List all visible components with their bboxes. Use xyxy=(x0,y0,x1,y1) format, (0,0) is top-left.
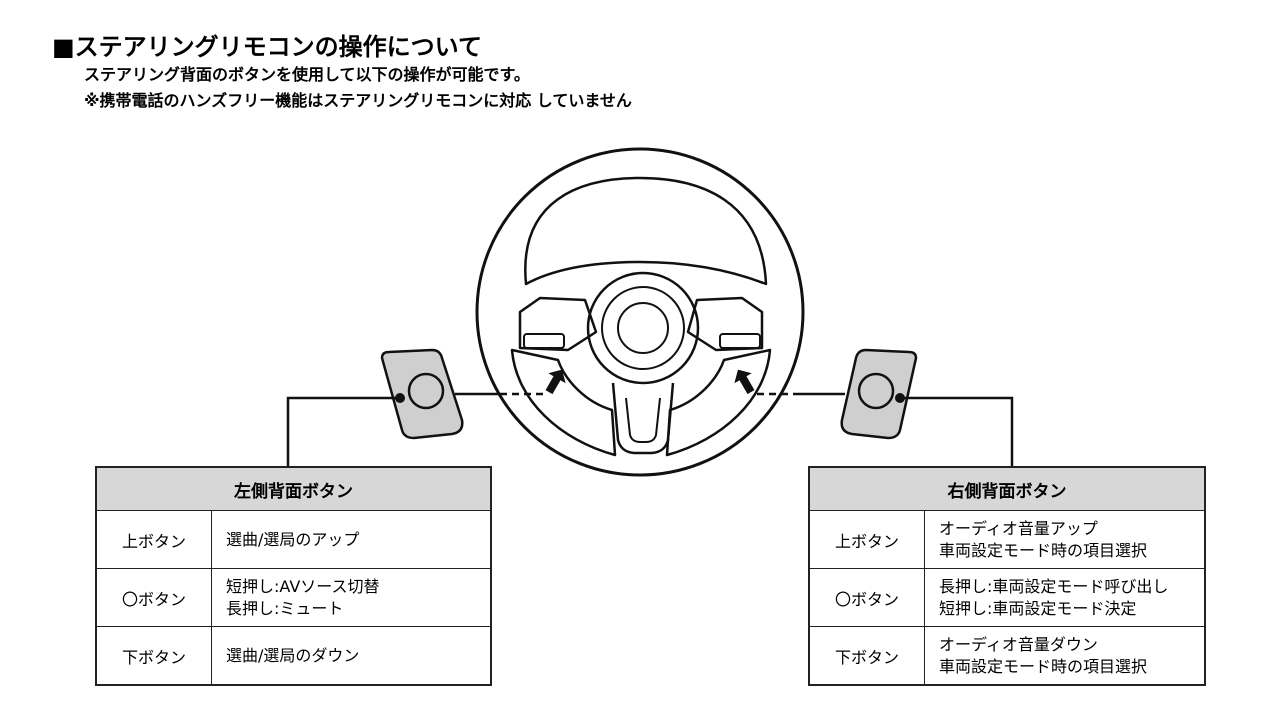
steering-wheel-upper-opening xyxy=(524,176,768,286)
right-back-buttons-table: 右側背面ボタン 上ボタン オーディオ音量アップ 車両設定モード時の項目選択 〇ボ… xyxy=(808,466,1206,686)
right-row2-line1: 長押し:車両設定モード呼び出し xyxy=(939,576,1169,596)
right-row1-line1: オーディオ音量アップ xyxy=(939,518,1098,538)
left-leader-line xyxy=(286,396,400,466)
table-row: 上ボタン オーディオ音量アップ 車両設定モード時の項目選択 xyxy=(808,510,1206,569)
table-row: 〇ボタン 長押し:車両設定モード呼び出し 短押し:車両設定モード決定 xyxy=(808,568,1206,627)
table-row: 〇ボタン 短押し:AVソース切替 長押し:ミュート xyxy=(95,568,492,627)
right-row2-desc: 長押し:車両設定モード呼び出し 短押し:車両設定モード決定 xyxy=(924,568,1206,627)
steering-hub-inner xyxy=(601,286,685,370)
left-table-header: 左側背面ボタン xyxy=(95,466,492,511)
left-row2-line2: 長押し:ミュート xyxy=(226,598,344,618)
right-row3-line1: オーディオ音量ダウン xyxy=(939,634,1098,654)
steering-lower-spoke-inner xyxy=(625,397,661,443)
right-leader-line xyxy=(900,396,1014,466)
right-row1-line2: 車両設定モード時の項目選択 xyxy=(939,540,1148,560)
right-arrow-icon xyxy=(734,369,755,395)
table-row: 上ボタン 選曲/選局のアップ xyxy=(95,510,492,569)
left-back-buttons-table: 左側背面ボタン 上ボタン 選曲/選局のアップ 〇ボタン 短押し:AVソース切替 … xyxy=(95,466,492,686)
left-row1-desc: 選曲/選局のアップ xyxy=(211,510,492,569)
right-row1-desc: オーディオ音量アップ 車両設定モード時の項目選択 xyxy=(924,510,1206,569)
right-leader-dot xyxy=(895,393,905,403)
right-switch-button xyxy=(719,333,761,349)
steering-hub-emblem xyxy=(617,302,669,354)
table-row: 下ボタン 選曲/選局のダウン xyxy=(95,626,492,686)
page-subtitle: ステアリング背面のボタンを使用して以下の操作が可能です。 xyxy=(84,65,530,84)
right-row3-button: 下ボタン xyxy=(808,626,925,686)
left-back-button-pad xyxy=(380,348,464,440)
steering-wheel-rim xyxy=(475,147,805,477)
table-row: 下ボタン オーディオ音量ダウン 車両設定モード時の項目選択 xyxy=(808,626,1206,686)
left-row3-desc: 選曲/選局のダウン xyxy=(211,626,492,686)
left-row2-desc: 短押し:AVソース切替 長押し:ミュート xyxy=(211,568,492,627)
left-switch-panel xyxy=(518,296,598,352)
right-switch-panel xyxy=(686,296,764,352)
right-row1-button: 上ボタン xyxy=(808,510,925,569)
right-row2-button: 〇ボタン xyxy=(808,568,925,627)
steering-wheel-lower-right-opening xyxy=(665,348,772,457)
page-note: ※携帯電話のハンズフリー機能はステアリングリモコンに対応 していません xyxy=(84,91,632,110)
right-table-header: 右側背面ボタン xyxy=(808,466,1206,511)
steering-wheel-lower-left-opening xyxy=(510,348,617,457)
right-row2-line2: 短押し:車両設定モード決定 xyxy=(939,598,1137,618)
left-row3-button: 下ボタン xyxy=(95,626,212,686)
left-row2-line1: 短押し:AVソース切替 xyxy=(226,576,380,596)
steering-lower-spoke xyxy=(611,382,675,455)
right-back-button-pad xyxy=(840,348,918,440)
left-row3-line1: 選曲/選局のダウン xyxy=(226,645,360,665)
left-row1-line1: 選曲/選局のアップ xyxy=(226,529,360,549)
left-switch-button xyxy=(523,333,565,349)
page-title: ■ステアリングリモコンの操作について xyxy=(52,33,482,61)
left-arrow-icon xyxy=(545,369,566,395)
left-row2-button: 〇ボタン xyxy=(95,568,212,627)
left-leader-dot xyxy=(395,393,405,403)
right-row3-line2: 車両設定モード時の項目選択 xyxy=(939,656,1148,676)
steering-hub xyxy=(586,271,700,385)
left-row1-button: 上ボタン xyxy=(95,510,212,569)
right-row3-desc: オーディオ音量ダウン 車両設定モード時の項目選択 xyxy=(924,626,1206,686)
